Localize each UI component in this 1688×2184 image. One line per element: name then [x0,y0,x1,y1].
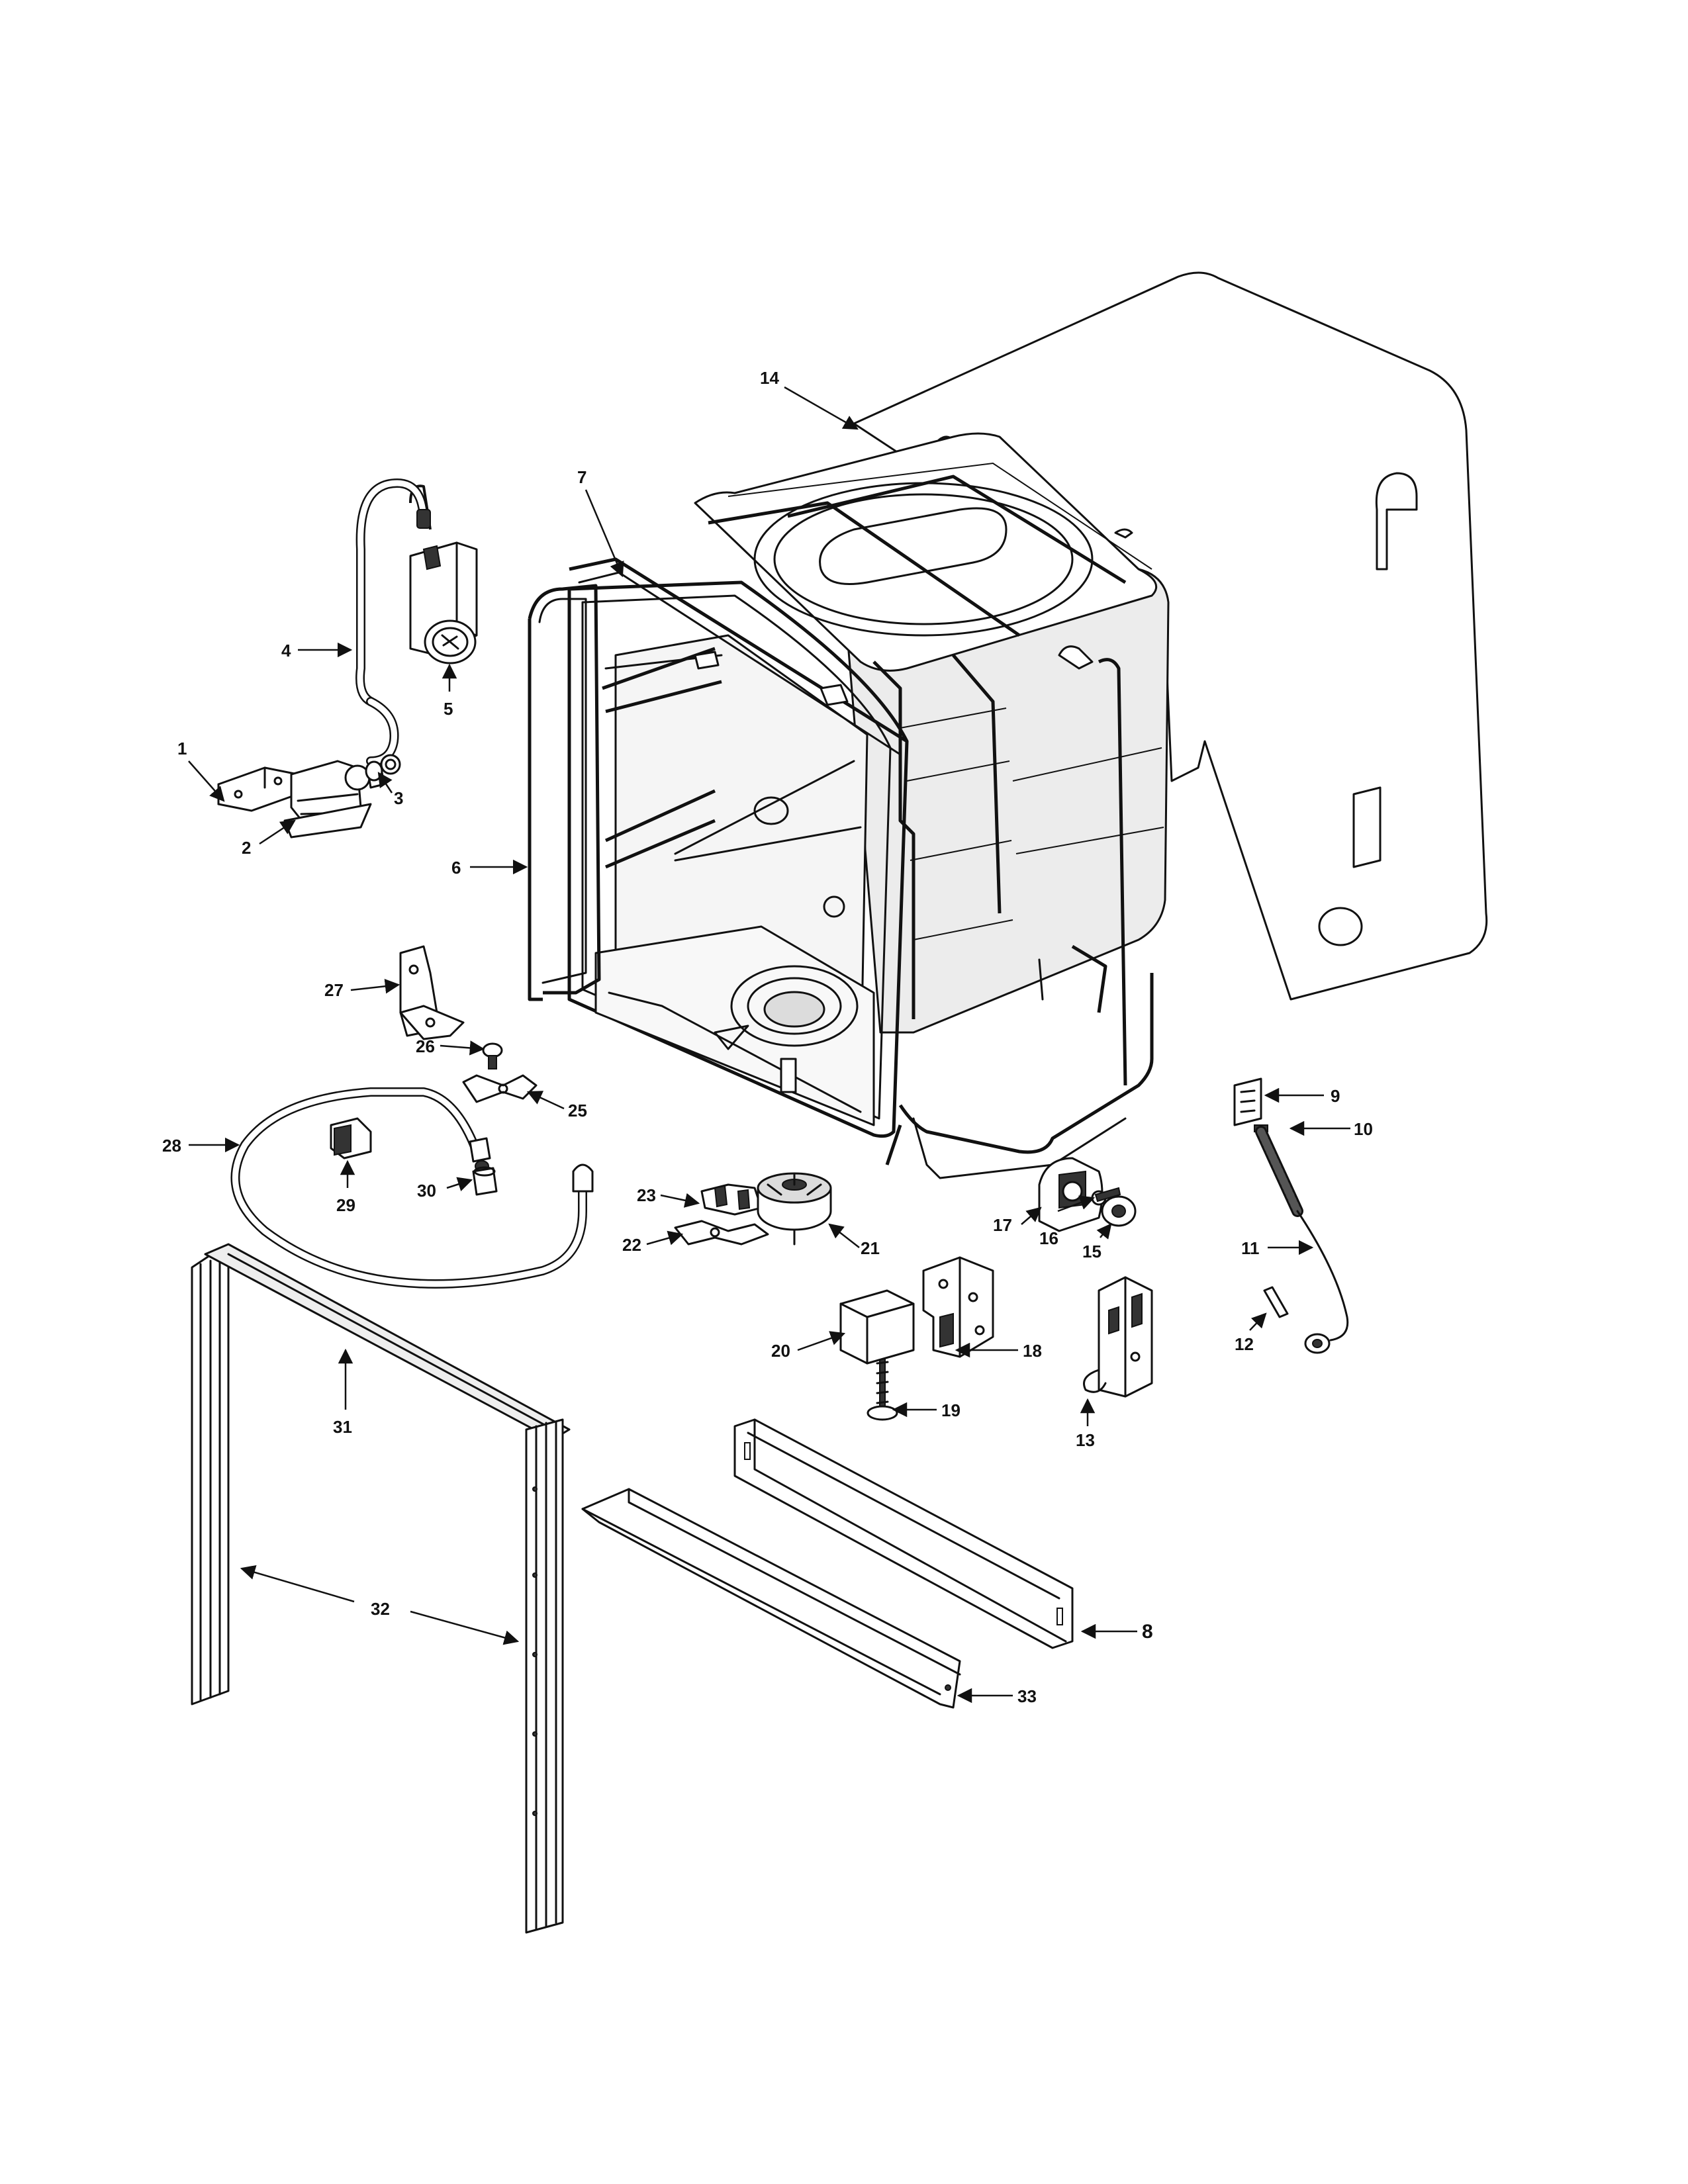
callout-3: 3 [394,788,403,808]
leader-16 [1057,1195,1096,1212]
callout-22: 22 [622,1235,641,1255]
leader-15 [1096,1223,1112,1240]
callout-25: 25 [568,1101,587,1120]
leader-20 [797,1331,846,1351]
leader-27 [350,979,400,994]
callout-21: 21 [861,1238,880,1258]
callout-14: 14 [760,368,779,388]
leader-12 [1249,1312,1267,1331]
part-29-hose-clip [330,1117,372,1160]
leader-1 [188,760,225,802]
part-18-mounting-bracket [922,1256,994,1358]
part-10-door-spring [1254,1124,1303,1217]
callout-16: 16 [1039,1228,1058,1248]
leader-32a [240,1565,355,1603]
part-33-lower-toe-panel [581,1488,961,1709]
leader-14 [784,386,859,430]
part-9-spring-anchor [1233,1077,1262,1126]
callout-26: 26 [416,1036,435,1056]
callout-33: 33 [1017,1686,1037,1706]
parts-25-26-float-switch [462,1042,538,1103]
callout-13: 13 [1076,1430,1095,1450]
callout-15: 15 [1082,1242,1102,1261]
callout-8: 8 [1142,1621,1153,1643]
part-21-pump-hub [757,1172,832,1246]
callout-32: 32 [371,1599,390,1619]
callout-17: 17 [993,1215,1012,1235]
callout-30: 30 [417,1181,436,1201]
leader-3 [377,772,393,794]
callout-31: 31 [333,1417,352,1437]
leader-25 [526,1091,565,1110]
part-31-32-side-trim-panels [191,1243,571,1934]
leader-2 [259,819,296,845]
part-4-fill-hose [355,478,432,766]
callout-leaders [188,386,1350,1704]
callout-23: 23 [637,1185,656,1205]
callout-9: 9 [1331,1086,1340,1106]
leader-26 [440,1040,485,1056]
part-20-cover [839,1289,915,1365]
leader-30 [446,1177,473,1191]
callout-28: 28 [162,1136,181,1156]
leader-21 [828,1223,860,1248]
dishwasher-tub [567,432,1170,1165]
callout-12: 12 [1235,1334,1254,1354]
leader-32b [410,1610,520,1645]
part-5-vent-assembly [409,541,478,664]
callout-6: 6 [451,858,461,878]
callout-2: 2 [242,838,251,858]
part-13-hinge-bracket [1083,1276,1153,1398]
part-12-pin [1263,1286,1289,1318]
callout-1: 1 [177,739,187,758]
leader-7 [585,489,624,578]
callout-labels: 1 2 3 4 5 6 7 8 9 10 11 12 13 14 15 16 1… [162,368,1373,1706]
leader-17 [1021,1206,1042,1225]
part-28-drain-hose [230,1087,594,1289]
part-8-toe-kick-panel [733,1418,1074,1649]
callout-10: 10 [1354,1119,1373,1139]
callout-4: 4 [281,641,291,660]
part-30-hose-clamp [472,1166,498,1196]
callout-5: 5 [444,699,453,719]
part-6-door-gasket [528,584,601,1001]
leader-22 [646,1230,684,1246]
parts-15-16-17-door-pulley [1038,1157,1137,1232]
part-11-door-cable [1296,1210,1349,1354]
part-19-leveling-screw [867,1356,898,1421]
part-27-bracket [399,945,465,1040]
callout-19: 19 [941,1400,961,1420]
callout-20: 20 [771,1341,790,1361]
callout-11: 11 [1241,1238,1260,1258]
parts-22-23-terminal-block [674,1183,769,1246]
callout-7: 7 [577,467,586,487]
callout-29: 29 [336,1195,355,1215]
tub-side-frame [898,645,1154,1179]
callout-27: 27 [324,980,344,1000]
parts-1-2-3-water-valve [217,754,401,839]
leader-23 [660,1193,700,1208]
callout-18: 18 [1023,1341,1042,1361]
